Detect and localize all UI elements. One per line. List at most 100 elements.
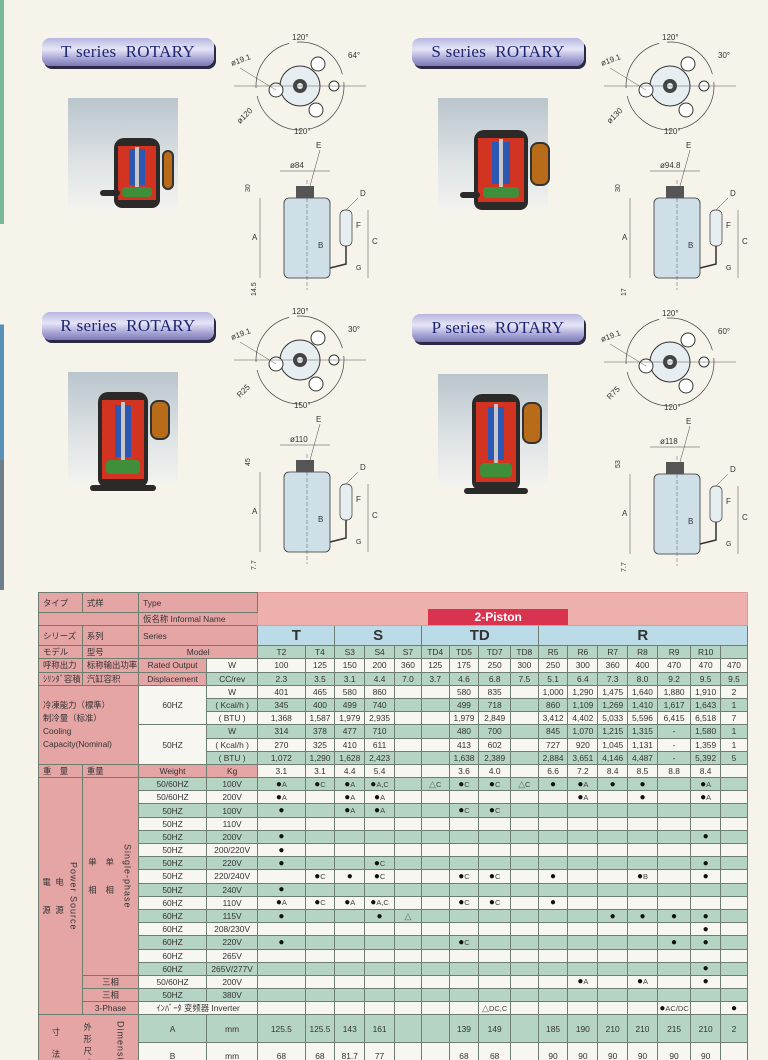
- power-compat-cell: [448, 961, 480, 976]
- dimension-cell: 125.5: [304, 1014, 336, 1043]
- rated-output-cell: 470: [656, 658, 692, 673]
- rated-output-cell: 470: [720, 658, 748, 673]
- cooling-capacity-cell: [393, 697, 422, 713]
- cooling-capacity-cell: [509, 711, 539, 726]
- power-compat-cell: A: [690, 777, 722, 792]
- power-frequency: 50HZ: [138, 856, 208, 871]
- dimension-cell: 210: [597, 1014, 629, 1043]
- power-compat-cell: [627, 816, 658, 831]
- power-compat-cell: [393, 869, 422, 884]
- cooling-capacity-cell: 3,651: [567, 750, 599, 765]
- power-compat-cell: A: [334, 777, 366, 792]
- cooling-capacity-cell: 5,033: [597, 711, 629, 726]
- power-compat-cell: [420, 842, 450, 858]
- dimension-cell: [509, 1014, 539, 1043]
- filled-dot-icon: [278, 858, 284, 868]
- dimension-cell: 81.7: [334, 1041, 366, 1060]
- power-compat-cell: [690, 1001, 722, 1016]
- svg-text:R75: R75: [605, 384, 622, 401]
- power-frequency: 50/60HZ: [138, 777, 208, 792]
- power-compat-cell: [448, 829, 480, 845]
- top-view-drawing: 120° 64° 120° ø19.1 ø120: [230, 28, 370, 138]
- svg-text:B: B: [318, 515, 323, 524]
- dimension-cell: [393, 1014, 422, 1043]
- power-compat-cell: [690, 988, 722, 1003]
- informal-name-label: 仮名称 Informal Name: [138, 611, 259, 627]
- power-compat-cell: A: [334, 895, 366, 910]
- power-compat-cell: [690, 816, 722, 831]
- cooling-capacity-cell: 718: [478, 697, 511, 713]
- power-compat-cell: [597, 922, 629, 937]
- power-compat-cell: [690, 895, 722, 910]
- svg-text:B: B: [688, 241, 693, 250]
- weight-cell: 8.4: [597, 763, 629, 779]
- filled-dot-icon: [703, 858, 709, 868]
- power-compat-cell: A: [364, 790, 395, 805]
- power-compat-cell: [597, 790, 629, 805]
- power-compat-cell: [567, 922, 599, 937]
- power-voltage: 265V: [206, 948, 259, 963]
- type-label-cn: 式样: [81, 592, 140, 613]
- compressor-cutaway-photo: [68, 372, 178, 491]
- power-compat-cell: [448, 790, 480, 805]
- power-frequency: 60HZ: [138, 895, 208, 910]
- series-group-s: S: [334, 625, 422, 647]
- power-compat-cell: [334, 908, 366, 924]
- filled-dot-icon: [458, 897, 464, 907]
- power-compat-cell: [567, 988, 599, 1003]
- power-compat-cell: [656, 895, 692, 910]
- power-compat-cell: [627, 961, 658, 976]
- cooling-capacity-cell: 835: [478, 684, 511, 699]
- rated-output-cell: 100: [257, 658, 306, 673]
- series-group-td: TD: [420, 625, 539, 647]
- filled-dot-icon: [700, 792, 706, 802]
- model-cell: R5: [537, 645, 569, 660]
- power-voltage: 220V: [206, 935, 259, 950]
- power-compat-cell: [393, 895, 422, 910]
- svg-text:A: A: [622, 509, 628, 518]
- power-compat-cell: [690, 842, 722, 858]
- filled-dot-icon: [610, 911, 616, 921]
- power-compat-cell: [537, 790, 569, 805]
- weight-cell: [720, 763, 748, 779]
- three-phase-label: 3-Phase: [81, 1001, 140, 1016]
- filled-dot-icon: [458, 937, 464, 947]
- power-voltage: 240V: [206, 882, 259, 897]
- power-compat-cell: [364, 816, 395, 831]
- power-compat-cell: [334, 1001, 366, 1016]
- power-compat-cell: [567, 816, 599, 831]
- power-compat-cell: [537, 842, 569, 858]
- inverter-label: ｲﾝﾊﾞｰﾀ 变频器 Inverter: [138, 1001, 259, 1016]
- rated-output-cell: 175: [448, 658, 480, 673]
- cooling-capacity-label: 冷凍能力（標準）制冷量（标准）Cooling Capacity(Nominal): [38, 684, 140, 765]
- cooling-capacity-cell: 2,849: [478, 711, 511, 726]
- power-compat-cell: [509, 908, 539, 924]
- dimension-cell: 210: [627, 1014, 658, 1043]
- power-compat-cell: [304, 922, 336, 937]
- svg-text:ø118: ø118: [660, 437, 678, 446]
- power-compat-cell: [420, 816, 450, 831]
- svg-text:F: F: [726, 221, 731, 230]
- power-compat-cell: [656, 856, 692, 871]
- svg-text:ø19.1: ø19.1: [230, 52, 252, 68]
- displacement-cell: 3.5: [304, 671, 336, 686]
- model-cell: [720, 645, 748, 660]
- power-compat-cell: A: [567, 777, 599, 792]
- power-frequency: 60HZ: [138, 935, 208, 950]
- power-compat-cell: [448, 842, 480, 858]
- power-compat-cell: [537, 948, 569, 963]
- table-row: 仮名称 Informal Name: [38, 611, 768, 627]
- power-compat-cell: [304, 974, 336, 990]
- filled-dot-icon: [314, 897, 320, 907]
- cooling-capacity-cell: 580: [448, 684, 480, 699]
- cooling-capacity-cell: 1: [720, 697, 748, 713]
- power-compat-cell: [627, 908, 658, 924]
- cooling-capacity-cell: 499: [334, 697, 366, 713]
- power-frequency: 50HZ: [138, 988, 208, 1003]
- power-compat-cell: [448, 856, 480, 871]
